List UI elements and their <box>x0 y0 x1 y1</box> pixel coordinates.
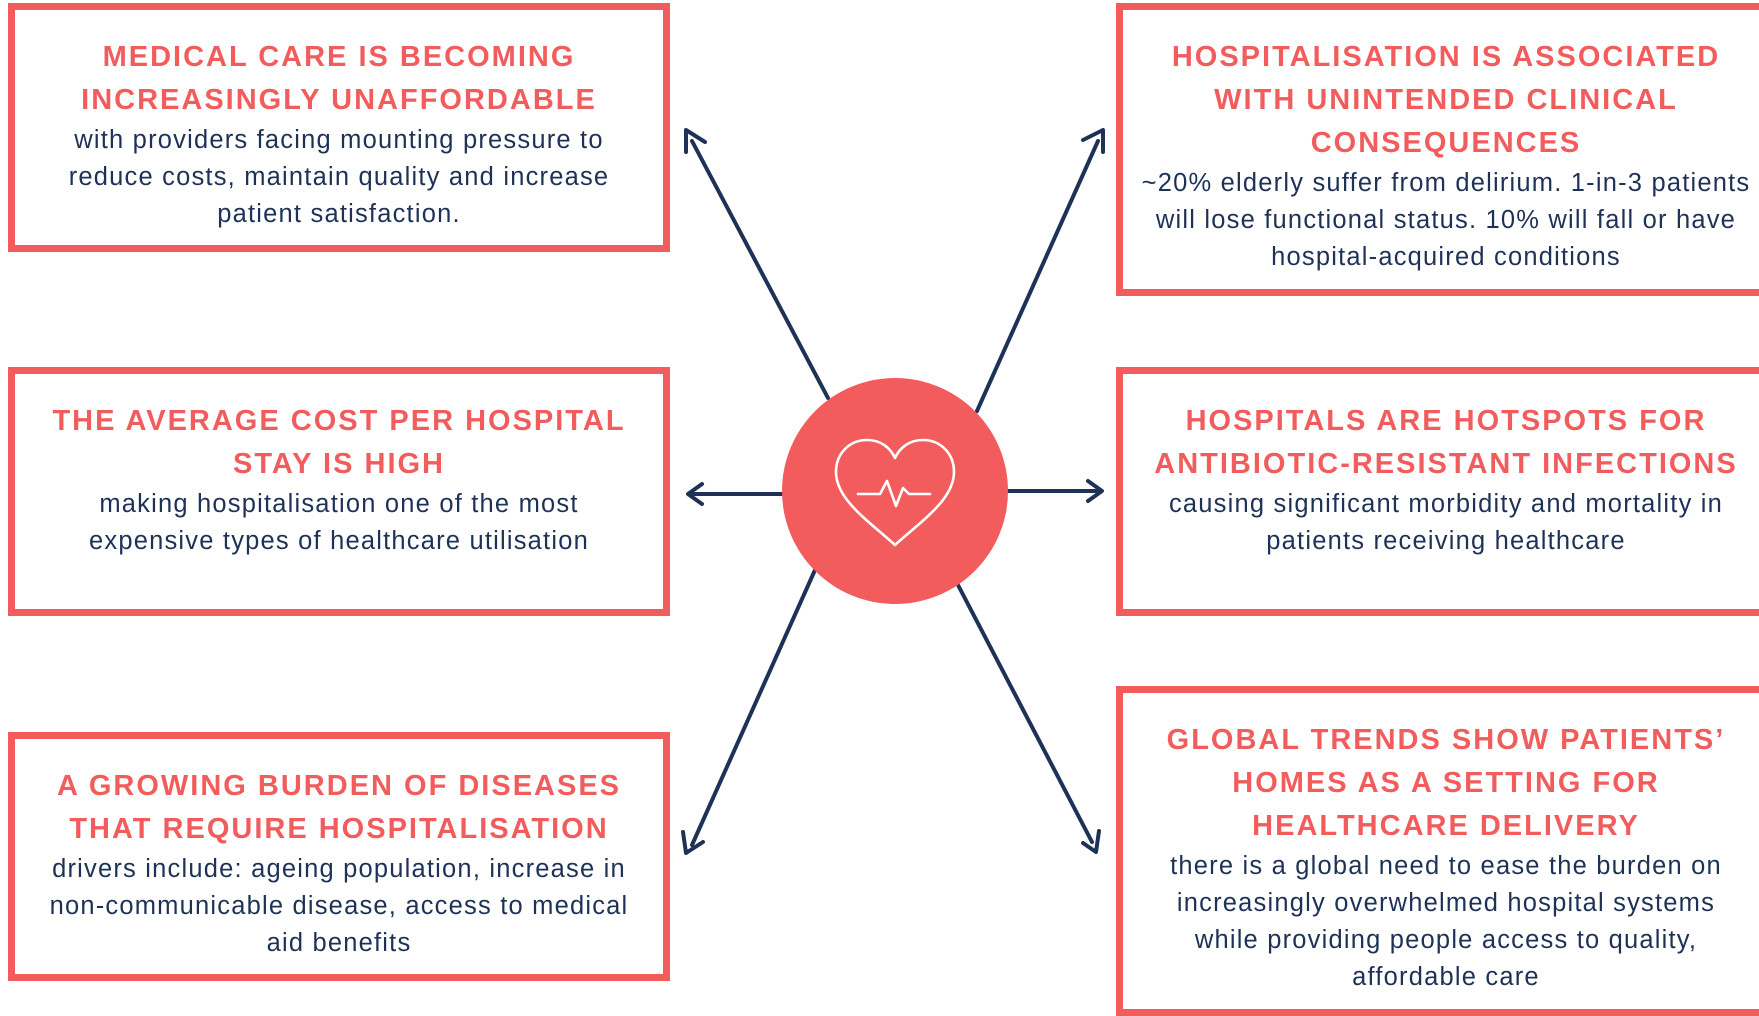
card-body: drivers include: ageing population, incr… <box>49 855 629 957</box>
heart-pulse-icon <box>834 438 956 547</box>
arrowhead-middle-left <box>686 482 704 506</box>
card-title: MEDICAL CARE IS BECOMING INCREASINGLY UN… <box>81 41 597 116</box>
card-disease-burden: A GROWING BURDEN OF DISEASES THAT REQUIR… <box>8 732 670 981</box>
card-unaffordable-care: MEDICAL CARE IS BECOMING INCREASINGLY UN… <box>8 3 670 252</box>
card-cost-per-stay: THE AVERAGE COST PER HOSPITAL STAY IS HI… <box>8 367 670 616</box>
arrow-top-right <box>975 139 1100 413</box>
card-body: ~20% elderly suffer from delirium. 1-in-… <box>1141 169 1751 271</box>
arrow-top-left <box>690 139 830 400</box>
card-title: THE AVERAGE COST PER HOSPITAL STAY IS HI… <box>52 405 626 480</box>
card-body: there is a global need to ease the burde… <box>1170 852 1722 991</box>
card-title: GLOBAL TRENDS SHOW PATIENTS’ HOMES AS A … <box>1166 724 1726 842</box>
arrow-bottom-right <box>956 583 1094 844</box>
arrowhead-middle-right <box>1086 479 1104 503</box>
card-body: causing significant morbidity and mortal… <box>1168 490 1724 555</box>
arrowhead-bottom-right <box>1081 829 1101 854</box>
arrow-bottom-left <box>690 568 817 847</box>
card-title: HOSPITALS ARE HOTSPOTS FOR ANTIBIOTIC-RE… <box>1154 405 1738 480</box>
arrowhead-top-left <box>684 128 707 154</box>
card-home-care-trends: GLOBAL TRENDS SHOW PATIENTS’ HOMES AS A … <box>1116 686 1759 1016</box>
card-clinical-consequences: HOSPITALISATION IS ASSOCIATED WITH UNINT… <box>1116 3 1759 296</box>
card-resistant-infections: HOSPITALS ARE HOTSPOTS FOR ANTIBIOTIC-RE… <box>1116 367 1759 616</box>
center-hub <box>782 378 1008 604</box>
card-title: HOSPITALISATION IS ASSOCIATED WITH UNINT… <box>1171 41 1721 159</box>
arrowhead-top-right <box>1081 128 1105 154</box>
card-title: A GROWING BURDEN OF DISEASES THAT REQUIR… <box>56 770 622 845</box>
card-body: making hospitalisation one of the most e… <box>89 490 589 555</box>
arrowhead-bottom-left <box>681 830 705 855</box>
card-body: with providers facing mounting pressure … <box>68 126 610 228</box>
